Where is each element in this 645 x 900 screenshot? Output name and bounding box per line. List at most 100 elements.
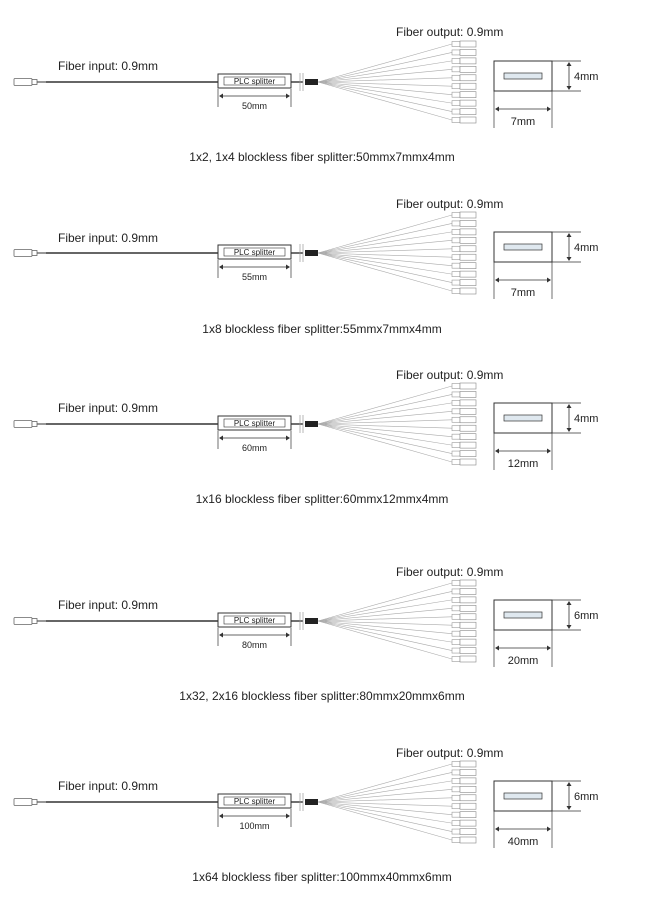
output-fiber xyxy=(317,252,453,258)
output-label: Fiber output: 0.9mm xyxy=(396,25,503,39)
output-connector-icon xyxy=(451,433,461,440)
length-label: 100mm xyxy=(239,821,269,831)
output-connector-icon xyxy=(451,58,461,64)
output-fiber xyxy=(317,801,453,824)
output-fiber xyxy=(317,252,453,292)
output-connector-icon xyxy=(451,605,461,612)
height-label: 4mm xyxy=(574,242,598,254)
width-label: 40mm xyxy=(508,836,539,848)
output-connector-icon xyxy=(451,828,461,835)
output-connector-icon xyxy=(451,41,461,47)
chip-core xyxy=(503,243,543,251)
output-connector-icon xyxy=(451,639,461,645)
output-fiber xyxy=(317,248,453,254)
section-caption: 1x16 blockless fiber splitter:60mmx12mmx… xyxy=(196,492,449,506)
output-fiber xyxy=(317,599,453,622)
width-label: 12mm xyxy=(508,458,539,470)
output-connector-icon xyxy=(451,117,461,123)
output-connector-icon xyxy=(451,769,461,776)
output-connector-icon xyxy=(451,49,461,56)
height-label: 6mm xyxy=(574,610,598,622)
section-caption: 1x64 blockless fiber splitter:100mmx40mm… xyxy=(192,870,451,884)
output-fiber xyxy=(317,423,453,429)
output-fiber xyxy=(317,801,453,832)
input-label: Fiber input: 0.9mm xyxy=(58,231,158,245)
output-fiber xyxy=(317,620,453,651)
output-label: Fiber output: 0.9mm xyxy=(396,368,503,382)
output-connector-icon xyxy=(451,656,461,662)
splitter-label: PLC splitter xyxy=(234,797,276,806)
output-label: Fiber output: 0.9mm xyxy=(396,565,503,579)
length-label: 80mm xyxy=(242,640,267,650)
output-connector-icon xyxy=(451,630,461,637)
output-fiber xyxy=(317,81,453,87)
output-fiber xyxy=(317,608,453,622)
output-connector-icon xyxy=(451,288,461,294)
output-connector-icon xyxy=(451,597,461,603)
splitter-label: PLC splitter xyxy=(234,248,276,257)
output-fiber xyxy=(317,240,453,254)
input-connector-icon xyxy=(13,420,46,428)
input-connector-icon xyxy=(13,617,46,625)
output-fiber xyxy=(317,780,453,803)
chip-core xyxy=(503,72,543,80)
output-fiber xyxy=(317,231,453,254)
output-fiber xyxy=(317,52,453,83)
height-label: 4mm xyxy=(574,71,598,83)
output-connector-icon xyxy=(451,271,461,277)
output-connector-icon xyxy=(451,262,461,269)
output-fiber xyxy=(317,423,453,446)
output-connector-icon xyxy=(451,83,461,90)
length-label: 55mm xyxy=(242,272,267,282)
output-label: Fiber output: 0.9mm xyxy=(396,197,503,211)
output-connector-icon xyxy=(451,66,461,73)
output-fiber xyxy=(317,411,453,425)
splitter-label: PLC splitter xyxy=(234,616,276,625)
output-connector-icon xyxy=(451,803,461,810)
output-fiber xyxy=(317,419,453,425)
output-connector-icon xyxy=(451,622,461,629)
output-connector-icon xyxy=(451,279,461,286)
output-connector-icon xyxy=(451,837,461,843)
output-connector-icon xyxy=(451,442,461,448)
input-connector-icon xyxy=(13,249,46,257)
chip-core xyxy=(503,414,543,422)
output-fiber xyxy=(317,620,453,660)
output-connector-icon xyxy=(451,794,461,801)
output-fiber xyxy=(317,620,453,634)
output-connector-icon xyxy=(451,778,461,784)
output-fiber xyxy=(317,620,453,626)
output-fiber xyxy=(317,801,453,807)
output-fiber xyxy=(317,394,453,425)
fan-out-boot xyxy=(305,79,318,85)
output-fiber xyxy=(317,789,453,803)
input-label: Fiber input: 0.9mm xyxy=(58,779,158,793)
output-connector-icon xyxy=(451,74,461,81)
output-connector-icon xyxy=(451,786,461,793)
output-fiber xyxy=(317,616,453,622)
height-label: 4mm xyxy=(574,413,598,425)
output-connector-icon xyxy=(451,416,461,423)
output-fiber xyxy=(317,797,453,803)
output-connector-icon xyxy=(451,229,461,235)
output-fiber xyxy=(317,423,453,437)
output-connector-icon xyxy=(451,91,461,98)
input-connector-icon xyxy=(13,78,46,86)
output-connector-icon xyxy=(451,647,461,654)
width-label: 7mm xyxy=(511,287,535,299)
output-connector-icon xyxy=(451,613,461,620)
output-connector-icon xyxy=(451,108,461,115)
output-fiber xyxy=(317,81,453,121)
width-label: 20mm xyxy=(508,655,539,667)
output-connector-icon xyxy=(451,820,461,826)
output-label: Fiber output: 0.9mm xyxy=(396,746,503,760)
output-connector-icon xyxy=(451,450,461,457)
output-connector-icon xyxy=(451,237,461,244)
output-connector-icon xyxy=(451,391,461,398)
output-fiber xyxy=(317,60,453,83)
input-connector-icon xyxy=(13,798,46,806)
output-fiber xyxy=(317,43,453,83)
output-connector-icon xyxy=(451,100,461,106)
